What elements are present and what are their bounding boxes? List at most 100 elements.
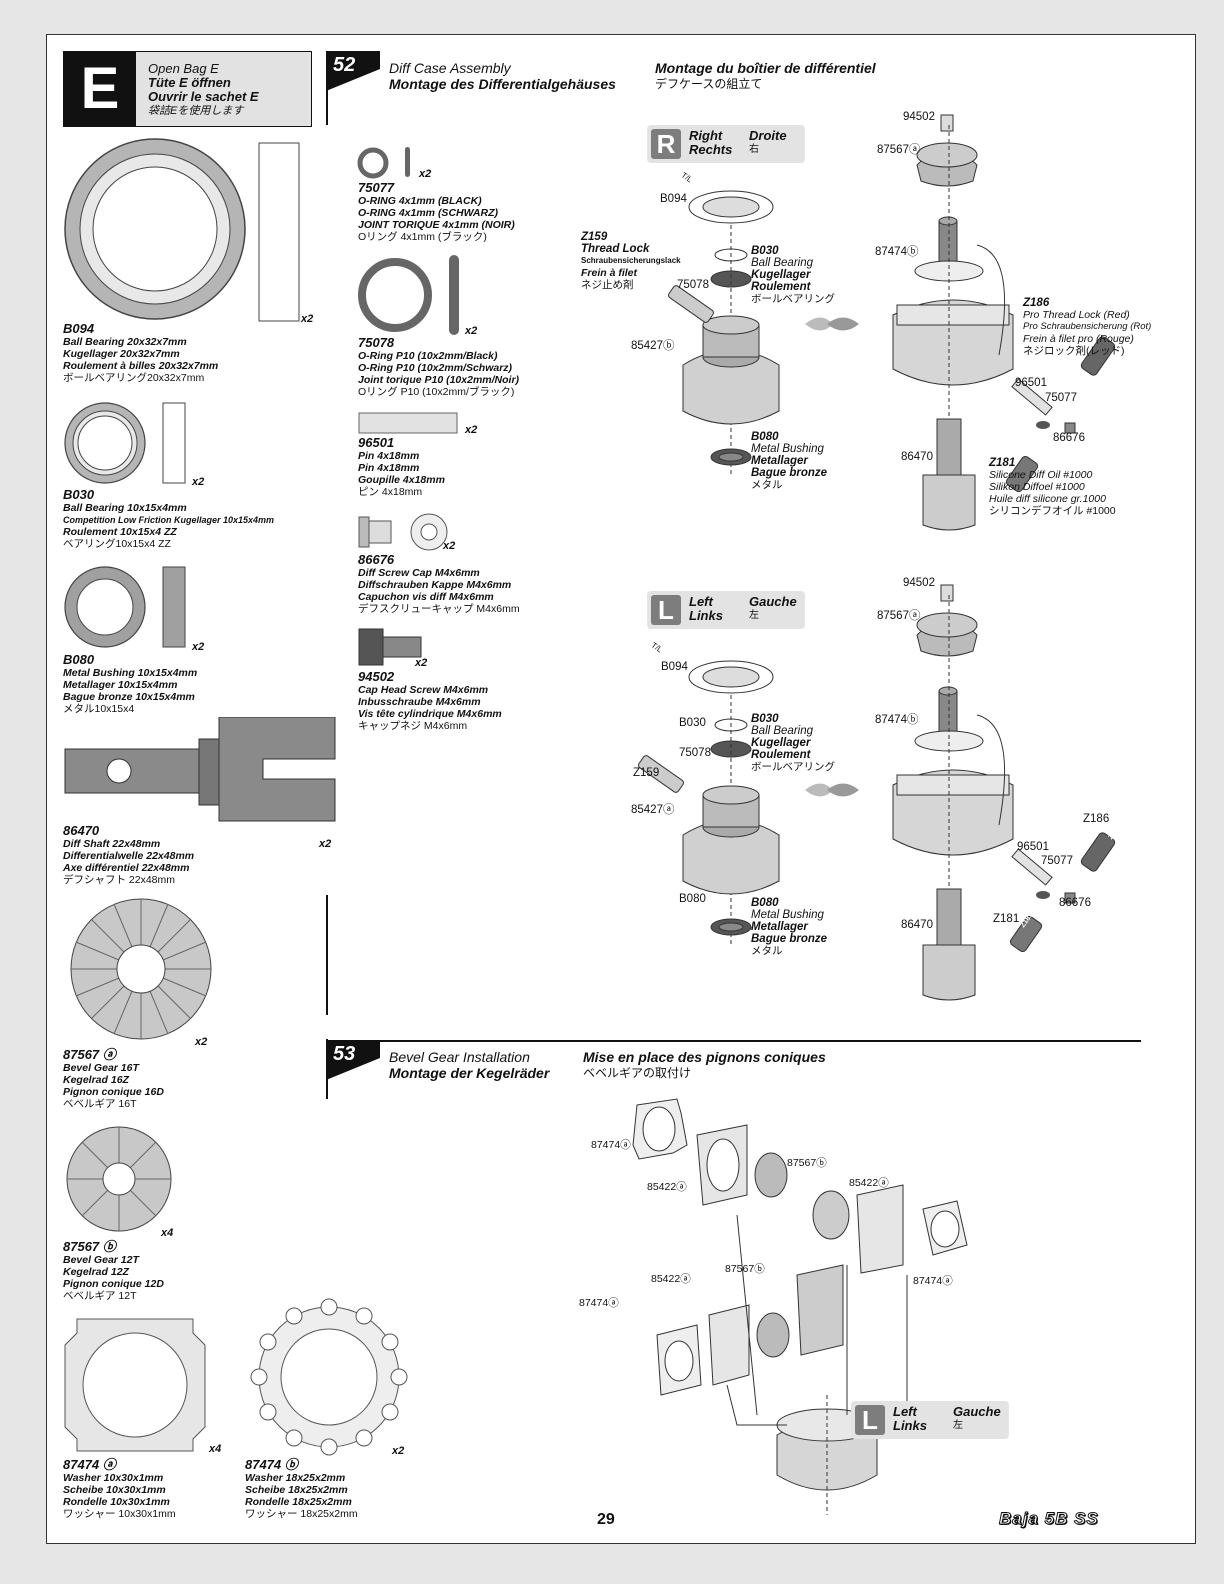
b080r-jp: メタル xyxy=(751,479,783,491)
b030-en: Ball Bearing 10x15x4mm xyxy=(63,502,187,514)
b080-de: Metallager 10x15x4mm xyxy=(63,679,178,691)
step-53-titles-fr: Mise en place des pignons coniques ベベルギア… xyxy=(583,1049,826,1081)
gear16-de: Kegelrad 16Z xyxy=(63,1074,129,1086)
shaft-label: 86470 Diff Shaft 22x48mm Differentialwel… xyxy=(63,823,194,886)
callout-b030-l: B030 Ball Bearing Kugellager Roulement ボ… xyxy=(751,713,835,773)
left-diff-case-exploded xyxy=(638,660,780,945)
washer-18x25-illustration xyxy=(250,1298,408,1456)
z181-fr: Huile diff silicone gr.1000 xyxy=(989,493,1106,505)
right-tag-de: Rechts xyxy=(689,142,733,157)
label-86676-l: 86676 xyxy=(1059,897,1091,909)
step53-tag-text-b: Gauche 左 xyxy=(953,1405,1001,1433)
b080l-de: Metallager xyxy=(751,921,808,933)
pin-96501-illustration xyxy=(358,412,458,434)
oring-75078-en: O-Ring P10 (10x2mm/Black) xyxy=(358,350,498,362)
b080-label: B080 Metal Bushing 10x15x4mm Metallager … xyxy=(63,652,197,715)
shaft-de: Differentialwelle 22x48mm xyxy=(63,850,195,862)
gear12-en: Bevel Gear 12T xyxy=(63,1254,139,1266)
b094-jp: ボールベアリング20x32x7mm xyxy=(63,372,205,384)
step53-tag-de: Links xyxy=(893,1418,927,1433)
b030-bearing-illustration xyxy=(64,402,186,484)
callout-z186: Z186 Pro Thread Lock (Red) Pro Schrauben… xyxy=(1023,297,1151,357)
oring-75078-label: 75078 O-Ring P10 (10x2mm/Black) O-Ring P… xyxy=(358,335,519,398)
b094-de: Kugellager 20x32x7mm xyxy=(63,348,180,360)
capscrew-code: 94502 xyxy=(358,669,395,684)
right-tag-fr: Droite xyxy=(749,128,787,143)
label-96501-r: 96501 xyxy=(1015,377,1047,389)
label-87567a-r: 87567ⓐ xyxy=(877,144,921,156)
washer-b-jp: ワッシャー 18x25x2mm xyxy=(245,1508,358,1520)
next-step-arrow-icon-2 xyxy=(805,783,859,797)
s53-label-87567b-low: 87567ⓑ xyxy=(725,1263,765,1275)
b030-code: B030 xyxy=(63,487,95,502)
b080l-jp: メタル xyxy=(751,945,783,957)
step-53-titles: Bevel Gear Installation Montage der Kege… xyxy=(389,1049,549,1081)
oring-75078-qty: x2 xyxy=(465,325,478,337)
b030r-jp: ボールベアリング xyxy=(751,293,835,305)
bevel-gear-12t-illustration xyxy=(66,1126,172,1232)
b030l-fr: Roulement xyxy=(751,749,811,761)
right-tag-letter: R xyxy=(651,129,681,159)
capscrew-jp: キャップネジ M4x6mm xyxy=(358,720,468,732)
left-tag-en: Left xyxy=(689,594,713,609)
shaft-fr: Axe différentiel 22x48mm xyxy=(63,862,190,874)
label-z159-l: Z159 xyxy=(633,767,660,779)
step-53-title-fr: Mise en place des pignons coniques xyxy=(583,1049,826,1065)
gear12-fr: Pignon conique 12D xyxy=(63,1278,164,1290)
b080l-fr: Bague bronze xyxy=(751,933,828,945)
oring-75078-fr: Joint torique P10 (10x2mm/Noir) xyxy=(358,374,520,386)
label-94502-l: 94502 xyxy=(903,577,935,589)
pin-code: 96501 xyxy=(358,435,395,450)
washer-b-code: 87474 ⓑ xyxy=(245,1457,298,1472)
screwcap-label: 86676 Diff Screw Cap M4x6mm Diffschraube… xyxy=(358,552,520,615)
b030r-en: Ball Bearing xyxy=(751,257,814,269)
pin-en: Pin 4x18mm xyxy=(358,450,420,462)
callout-z181: Z181 Silicone Diff Oil #1000 Silikon Dif… xyxy=(989,457,1116,517)
label-75078-r: 75078 xyxy=(677,279,709,291)
b030l-de: Kugellager xyxy=(751,737,811,749)
label-87474b-r: 87474ⓑ xyxy=(875,246,919,258)
right-side-tag: R Right Rechts Droite 右 xyxy=(647,125,805,163)
left-tag-text-a: Left Links xyxy=(689,595,723,623)
b030l-code: B030 xyxy=(751,713,779,725)
washer-a-qty: x4 xyxy=(209,1443,222,1455)
gear16-en: Bevel Gear 16T xyxy=(63,1062,139,1074)
diff-shaft-illustration xyxy=(64,717,336,822)
s53-label-87567b-top: 87567ⓑ xyxy=(787,1157,827,1169)
oring-75077-jp: Oリング 4x1mm (ブラック) xyxy=(358,231,487,243)
divider-mid xyxy=(326,895,328,1015)
washer-b-fr: Rondelle 18x25x2mm xyxy=(245,1496,352,1508)
s53-label-85422a-right: 85422ⓐ xyxy=(849,1177,889,1189)
z181-code: Z181 xyxy=(989,457,1016,469)
s53-label-85422a-low: 85422ⓐ xyxy=(651,1273,691,1285)
z181-en: Silicone Diff Oil #1000 xyxy=(989,469,1093,481)
label-b080-l: B080 xyxy=(679,893,706,905)
next-step-arrow-icon xyxy=(805,317,859,331)
bag-line-de: Tüte E öffnen xyxy=(148,75,231,90)
capscrew-fr: Vis tête cylindrique M4x6mm xyxy=(358,708,502,720)
b030-fr: Roulement 10x15x4 ZZ xyxy=(63,526,177,538)
z186-code: Z186 xyxy=(1023,297,1050,309)
label-87567a-l: 87567ⓐ xyxy=(877,610,921,622)
label-86470-r: 86470 xyxy=(901,451,933,463)
pin-de: Pin 4x18mm xyxy=(358,462,420,474)
step-52-title-de: Montage des Differentialgehäuses xyxy=(389,76,616,92)
step53-tag-fr: Gauche xyxy=(953,1404,1001,1419)
screw-cap-86676-illustration xyxy=(358,513,448,551)
right-tag-text-a: Right Rechts xyxy=(689,129,732,157)
label-75077-l: 75077 xyxy=(1041,855,1073,867)
washer-a-de: Scheibe 10x30x1mm xyxy=(63,1484,166,1496)
left-tag-de: Links xyxy=(689,608,723,623)
gear12-code: 87567 ⓑ xyxy=(63,1239,116,1254)
label-86470-l: 86470 xyxy=(901,919,933,931)
b030r-fr: Roulement xyxy=(751,281,811,293)
z186-fr: Frein à filet pro (Rouge) xyxy=(1023,333,1134,345)
bag-text: Open Bag E Tüte E öffnen Ouvrir le sache… xyxy=(148,62,259,118)
screwcap-en: Diff Screw Cap M4x6mm xyxy=(358,567,480,579)
b080l-code: B080 xyxy=(751,897,779,909)
b080-fr: Bague bronze 10x15x4mm xyxy=(63,691,195,703)
screwcap-jp: デフスクリューキャップ M4x6mm xyxy=(358,603,520,615)
step-52-title-jp: デフケースの組立て xyxy=(655,77,763,91)
washer-a-fr: Rondelle 10x30x1mm xyxy=(63,1496,170,1508)
b030-label: B030 Ball Bearing 10x15x4mm Competition … xyxy=(63,487,274,550)
